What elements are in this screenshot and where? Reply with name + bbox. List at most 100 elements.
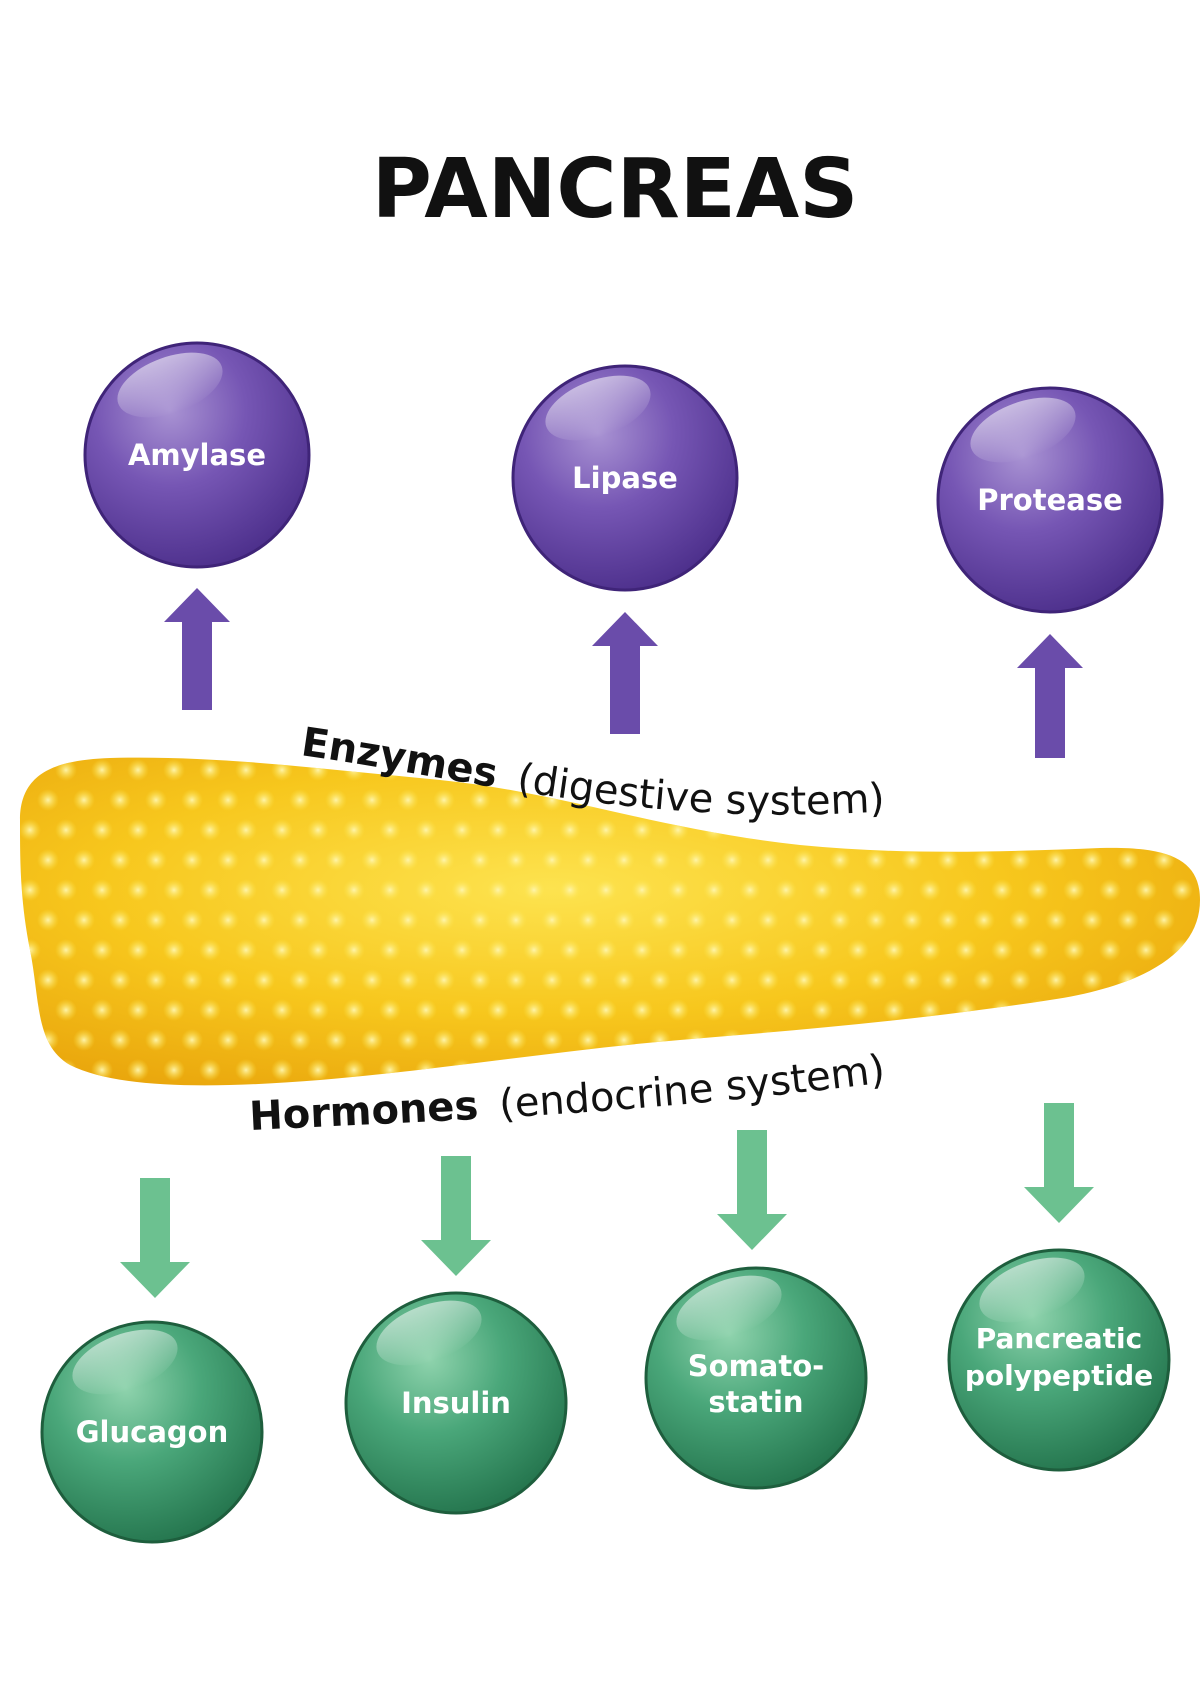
- organ-texture-dot: [1045, 909, 1067, 931]
- organ-texture-dot: [325, 789, 347, 811]
- organ-texture-dot: [613, 849, 635, 871]
- organ-texture-dot: [721, 909, 743, 931]
- organ-texture-dot: [1027, 759, 1049, 781]
- organ-texture-dot: [379, 999, 401, 1021]
- organ-texture-dot: [847, 879, 869, 901]
- organ-texture-dot: [955, 999, 977, 1021]
- organ-texture-dot: [37, 789, 59, 811]
- organ-texture-dot: [109, 789, 131, 811]
- organ-texture-dot: [775, 999, 797, 1021]
- organ-texture-dot: [721, 849, 743, 871]
- organ-texture-dot: [667, 879, 689, 901]
- organ-texture-dot: [271, 1059, 293, 1081]
- organ-texture-dot: [703, 939, 725, 961]
- organ-texture-dot: [451, 939, 473, 961]
- organ-texture-dot: [811, 939, 833, 961]
- hormones-heading: Hormones: [248, 1083, 479, 1140]
- organ-texture-dot: [1063, 999, 1085, 1021]
- organ-texture-dot: [649, 969, 671, 991]
- organ-texture-dot: [739, 879, 761, 901]
- organ-texture-dot: [595, 879, 617, 901]
- organ-texture-dot: [91, 879, 113, 901]
- organ-texture-dot: [703, 879, 725, 901]
- organ-texture-dot: [523, 1059, 545, 1081]
- organ-texture-dot: [199, 819, 221, 841]
- organ-texture-dot: [505, 909, 527, 931]
- organ-texture-dot: [541, 849, 563, 871]
- organ-texture-dot: [289, 1029, 311, 1051]
- organ-texture-dot: [199, 879, 221, 901]
- organ-texture-dot: [379, 939, 401, 961]
- organ-texture-dot: [145, 1029, 167, 1051]
- organ-texture-dot: [1099, 819, 1121, 841]
- organ-texture-dot: [1063, 939, 1085, 961]
- organ-texture-dot: [415, 999, 437, 1021]
- organ-texture-dot: [325, 1029, 347, 1051]
- organ-texture-dot: [307, 939, 329, 961]
- organ-texture-dot: [1027, 1059, 1049, 1081]
- organ-texture-dot: [181, 1029, 203, 1051]
- organ-texture-dot: [1045, 849, 1067, 871]
- organ-texture-dot: [163, 879, 185, 901]
- enzyme-label: Amylase: [128, 438, 266, 472]
- organ-texture-dot: [955, 759, 977, 781]
- organ-texture-dot: [91, 999, 113, 1021]
- organ-texture-dot: [253, 969, 275, 991]
- organ-texture-dot: [379, 879, 401, 901]
- organ-texture-dot: [1171, 759, 1193, 781]
- organ-texture-dot: [181, 849, 203, 871]
- organ-texture-dot: [289, 909, 311, 931]
- organ-texture-dot: [973, 909, 995, 931]
- organ-texture-dot: [271, 939, 293, 961]
- organ-texture-dot: [379, 1059, 401, 1081]
- hormone-label-line2: polypeptide: [965, 1359, 1153, 1392]
- organ-texture-dot: [1045, 789, 1067, 811]
- organ-texture-dot: [505, 849, 527, 871]
- organ-texture-dot: [73, 909, 95, 931]
- organ-texture-dot: [1099, 999, 1121, 1021]
- organ-texture-dot: [1099, 1059, 1121, 1081]
- organ-texture-dot: [55, 939, 77, 961]
- organ-texture-dot: [667, 819, 689, 841]
- organ-texture-dot: [991, 879, 1013, 901]
- organ-texture-dot: [829, 909, 851, 931]
- organ-texture-dot: [865, 909, 887, 931]
- organ-texture-dot: [145, 789, 167, 811]
- organ-texture-dot: [343, 1059, 365, 1081]
- organ-texture-dot: [577, 1029, 599, 1051]
- organ-texture-dot: [829, 1029, 851, 1051]
- organ-texture-dot: [253, 849, 275, 871]
- organ-texture-dot: [343, 939, 365, 961]
- organ-texture-dot: [595, 819, 617, 841]
- organ-texture-dot: [20, 819, 41, 841]
- hormone-label-line2: statin: [708, 1385, 803, 1419]
- organ-texture-dot: [937, 909, 959, 931]
- hormones-subtitle: (endocrine system): [498, 1046, 888, 1127]
- organ-texture-dot: [919, 1059, 941, 1081]
- organ-texture-dot: [1009, 849, 1031, 871]
- organ-texture-dot: [1063, 879, 1085, 901]
- organ-texture-dot: [433, 1029, 455, 1051]
- organ-texture-dot: [271, 999, 293, 1021]
- organ-texture-dot: [1135, 759, 1157, 781]
- organ-texture-dot: [541, 969, 563, 991]
- organ-texture-dot: [955, 879, 977, 901]
- organ-texture-dot: [829, 969, 851, 991]
- organ-texture-dot: [487, 939, 509, 961]
- organ-texture-dot: [973, 849, 995, 871]
- organ-texture-dot: [847, 999, 869, 1021]
- organ-texture-dot: [1009, 909, 1031, 931]
- organ-texture-dot: [415, 939, 437, 961]
- organ-texture-dot: [991, 819, 1013, 841]
- organ-texture-dot: [1027, 939, 1049, 961]
- organ-texture-dot: [271, 879, 293, 901]
- organ-texture-dot: [1117, 1029, 1139, 1051]
- organ-texture-dot: [1009, 1029, 1031, 1051]
- organ-texture-dot: [613, 969, 635, 991]
- organ-texture-dot: [1099, 759, 1121, 781]
- organ-texture-dot: [397, 849, 419, 871]
- organ-texture-dot: [20, 1059, 41, 1081]
- organ-texture-dot: [1063, 759, 1085, 781]
- organ-texture-dot: [1171, 819, 1193, 841]
- organ-texture-dot: [757, 969, 779, 991]
